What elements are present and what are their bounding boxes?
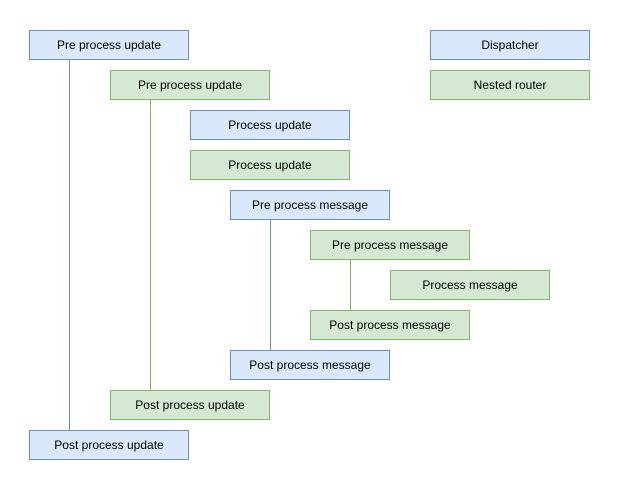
node-process-update-router[interactable]: Process update [190, 150, 350, 180]
connector-edge-router-message [350, 260, 351, 310]
connector-edge-dispatcher-message [270, 220, 271, 350]
connector-edge-router-update [150, 100, 151, 390]
legend-nested-router[interactable]: Nested router [430, 70, 590, 100]
node-post-process-message-dispatcher[interactable]: Post process message [230, 350, 390, 380]
legend-dispatcher[interactable]: Dispatcher [430, 30, 590, 60]
node-pre-process-update-dispatcher[interactable]: Pre process update [29, 30, 189, 60]
node-post-process-message-router[interactable]: Post process message [310, 310, 470, 340]
node-post-process-update-router[interactable]: Post process update [110, 390, 270, 420]
node-post-process-update-dispatcher[interactable]: Post process update [29, 430, 189, 460]
node-process-message-router[interactable]: Process message [390, 270, 550, 300]
node-pre-process-update-router[interactable]: Pre process update [110, 70, 270, 100]
node-process-update-dispatcher[interactable]: Process update [190, 110, 350, 140]
node-pre-process-message-dispatcher[interactable]: Pre process message [230, 190, 390, 220]
node-pre-process-message-router[interactable]: Pre process message [310, 230, 470, 260]
connector-edge-dispatcher-update [69, 60, 70, 430]
